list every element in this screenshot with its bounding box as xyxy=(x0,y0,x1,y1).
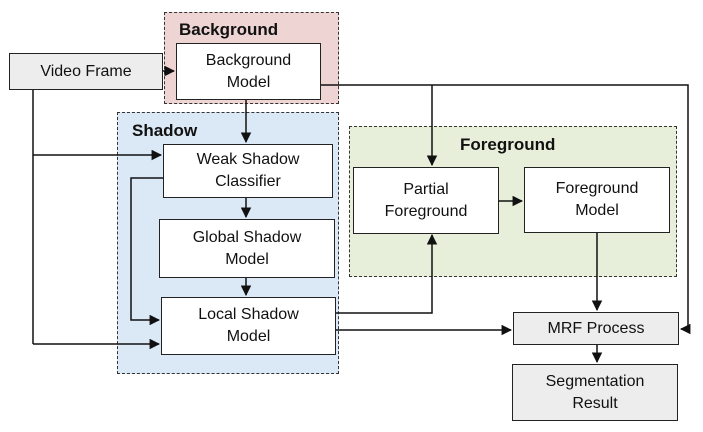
arrow-background-to-mrf xyxy=(321,84,691,335)
background-model-node: Background Model xyxy=(176,43,321,100)
foreground-group-title: Foreground xyxy=(460,135,556,154)
local-shadow-model-node: Local Shadow Model xyxy=(161,297,336,355)
background-group-title: Background xyxy=(179,20,279,39)
weak-shadow-classifier-node: Weak Shadow Classifier xyxy=(163,144,333,198)
foreground-model-node: Foreground Model xyxy=(524,167,670,233)
mrf-process-node: MRF Process xyxy=(513,312,679,345)
segmentation-result-node: Segmentation Result xyxy=(512,364,678,421)
partial-foreground-node: Partial Foreground xyxy=(353,167,499,234)
arrow-weak-shadow-loop-to-local xyxy=(130,177,163,326)
arrow-local-shadow-to-partial-foreground xyxy=(336,233,438,314)
global-shadow-model-node: Global Shadow Model xyxy=(159,219,335,278)
shadow-group-title: Shadow xyxy=(132,121,198,140)
video-frame-node: Video Frame xyxy=(9,53,163,90)
